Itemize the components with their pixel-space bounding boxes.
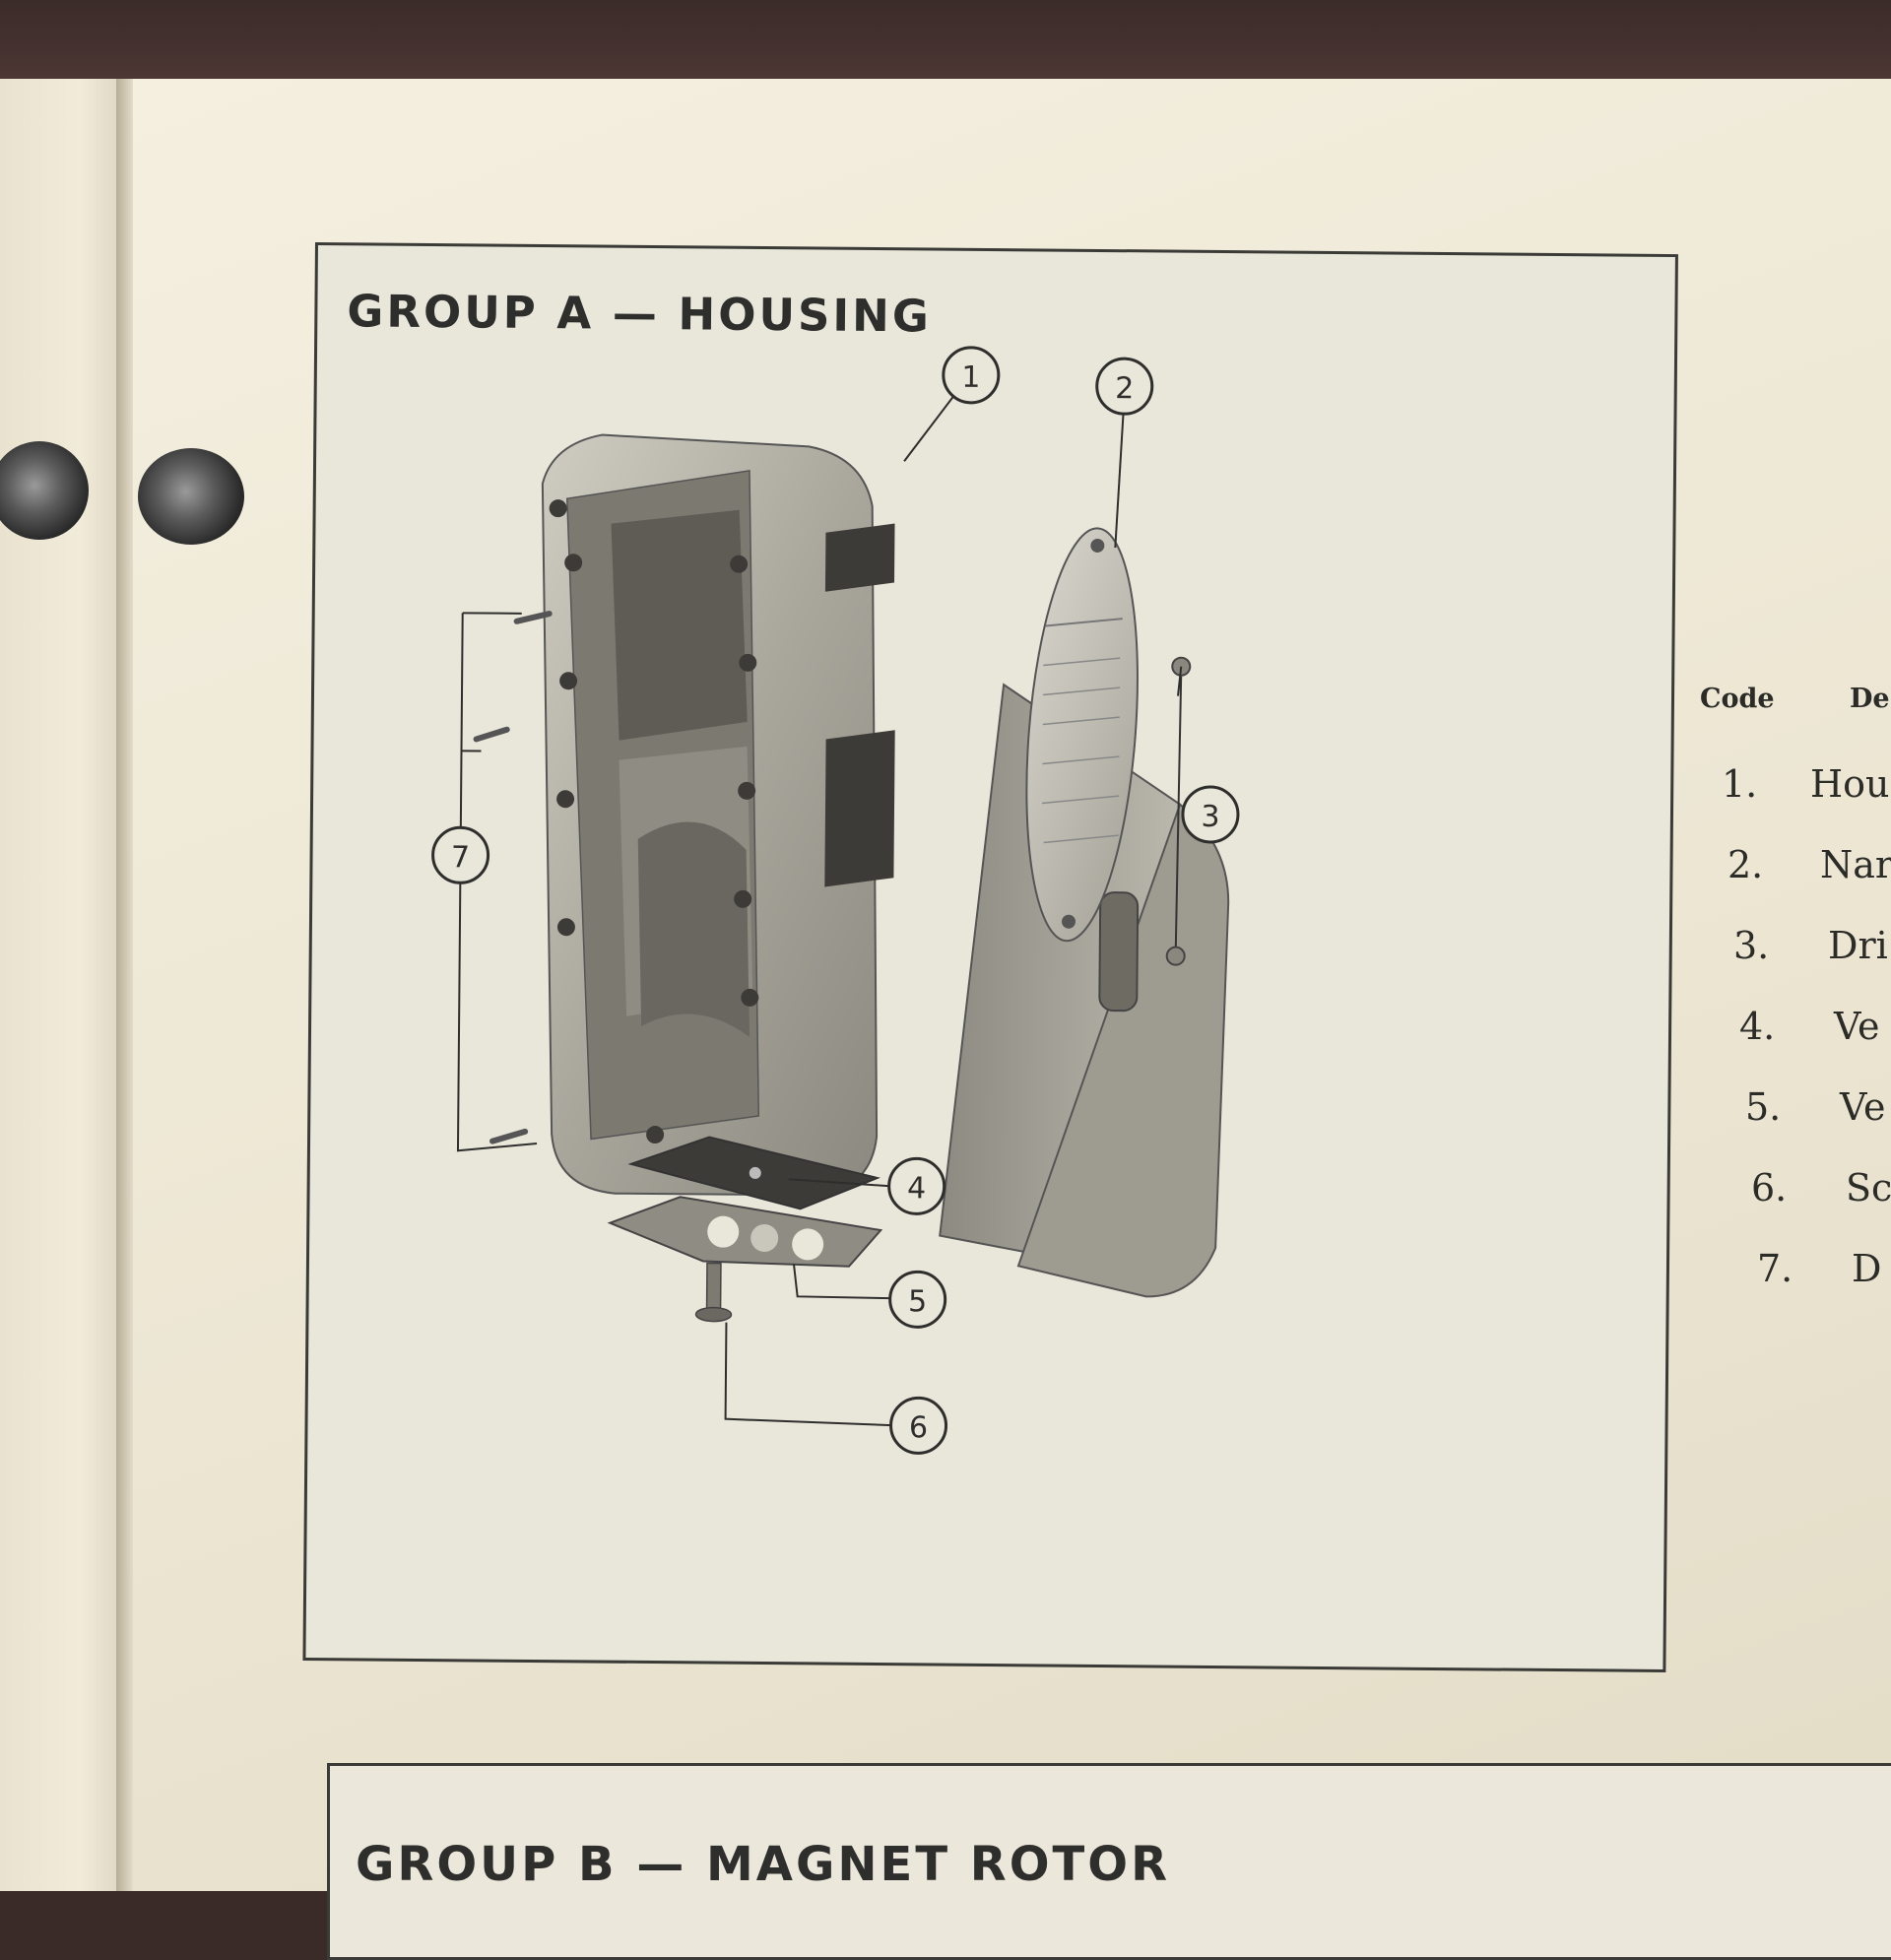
callout-5: 5: [889, 1272, 945, 1327]
pins-part: [473, 613, 550, 1142]
housing-part: [536, 434, 1233, 1297]
svg-text:2: 2: [1115, 371, 1134, 406]
callout-4: 4: [888, 1158, 944, 1213]
callout-1: 1: [944, 348, 999, 403]
group-b-panel: GROUP B — MAGNET ROTOR: [327, 1763, 1891, 1960]
group-a-panel: GROUP A — HOUSING: [302, 242, 1678, 1672]
svg-text:1: 1: [961, 360, 980, 395]
left-page: [0, 79, 133, 1891]
callout-6: 6: [890, 1398, 946, 1453]
group-b-title: GROUP B — MAGNET ROTOR: [356, 1837, 1170, 1892]
svg-text:7: 7: [451, 840, 470, 875]
code-header: Code: [1700, 684, 1775, 714]
callout-3: 3: [1183, 787, 1238, 842]
svg-text:4: 4: [907, 1171, 926, 1206]
description-header: De: [1850, 684, 1890, 714]
binder-hole-right: [138, 448, 244, 545]
svg-text:3: 3: [1201, 800, 1219, 834]
callout-7: 7: [432, 827, 488, 882]
svg-text:6: 6: [909, 1410, 928, 1445]
callout-2: 2: [1097, 359, 1152, 414]
svg-text:5: 5: [908, 1284, 927, 1319]
housing-exploded-diagram: 1 2 3 4 5 6 7: [305, 245, 1681, 1675]
